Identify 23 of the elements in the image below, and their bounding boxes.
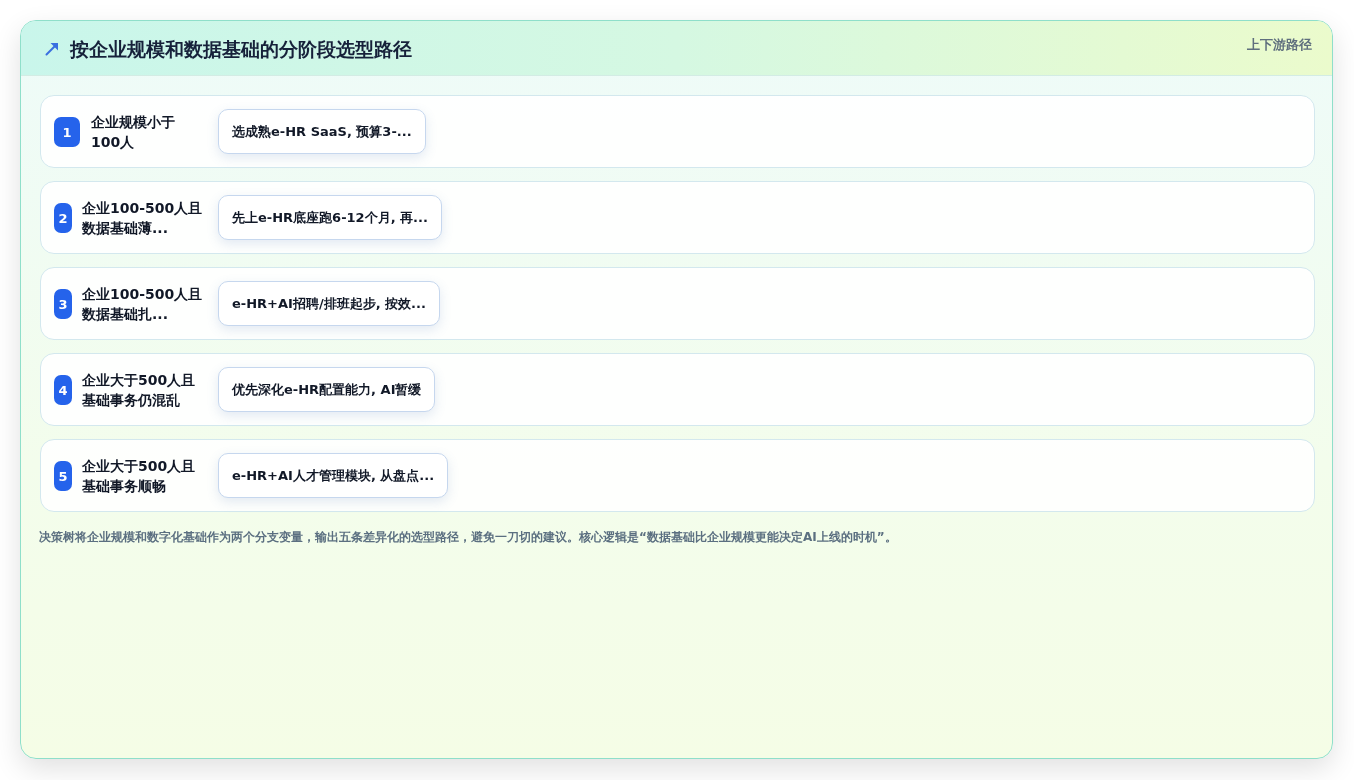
condition-text: 企业大于500人且基础事务仍混乱: [82, 370, 197, 410]
recommendation-box: 先上e-HR底座跑6-12个月, 再...: [218, 195, 442, 240]
number-badge: 4: [54, 375, 72, 405]
row-card: [40, 353, 1315, 426]
recommendation-box: 优先深化e-HR配置能力, AI暂缓: [218, 367, 436, 412]
row-card: [40, 267, 1315, 340]
condition-text: 企业100-500人且数据基础薄...: [82, 198, 204, 238]
number-badge: 1: [54, 117, 80, 147]
recommendation-box: 选成熟e-HR SaaS, 预算3-...: [218, 109, 426, 154]
number-badge: 3: [54, 289, 72, 319]
diagram-title: 按企业规模和数据基础的分阶段选型路径: [70, 37, 412, 62]
header-label: 上下游路径: [1247, 36, 1312, 54]
condition-text: 企业100-500人且数据基础扎...: [82, 284, 204, 324]
row-card: [40, 439, 1315, 512]
recommendation-box: e-HR+AI人才管理模块, 从盘点...: [218, 453, 449, 498]
caption: 决策树将企业规模和数字化基础作为两个分支变量，输出五条差异化的选型路径，避免一刀切的建议。核心逻辑是“数据基础比企业规模更能决定AI上线的时机”。: [39, 529, 897, 546]
condition-text: 企业大于500人且基础事务顺畅: [82, 456, 197, 496]
row-card: [40, 181, 1315, 254]
number-badge: 5: [54, 461, 72, 491]
number-badge: 2: [54, 203, 72, 233]
row-card: [40, 95, 1315, 168]
recommendation-box: e-HR+AI招聘/排班起步, 按效...: [218, 281, 440, 326]
condition-text: 企业规模小于100人: [91, 112, 176, 152]
